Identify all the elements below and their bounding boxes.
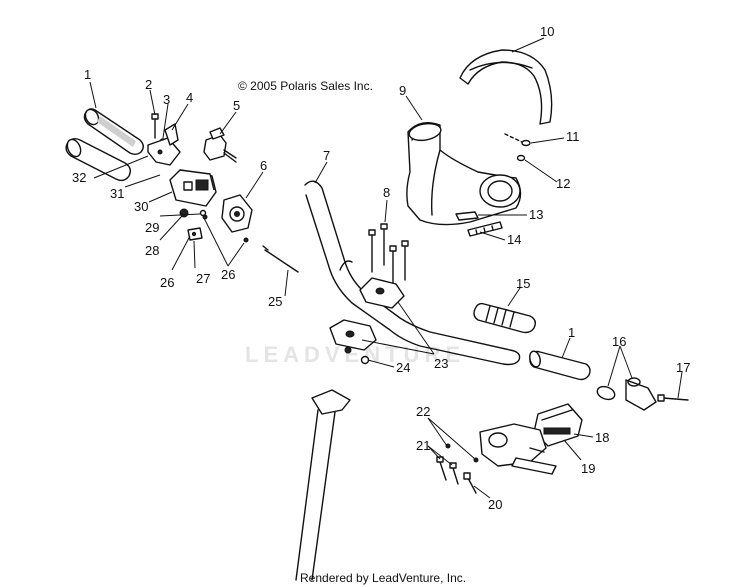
callout-28: 28 bbox=[145, 243, 159, 258]
part-washer-12 bbox=[516, 154, 526, 162]
callout-3: 3 bbox=[163, 92, 170, 107]
part-bolt-17 bbox=[657, 394, 689, 402]
part-cover-10 bbox=[459, 49, 553, 125]
part-master-cylinder-19 bbox=[479, 423, 557, 475]
copyright-notice: © 2005 Polaris Sales Inc. bbox=[238, 79, 373, 93]
callout-21: 21 bbox=[416, 438, 430, 453]
callout-17: 17 bbox=[676, 360, 690, 375]
callout-22: 22 bbox=[416, 404, 430, 419]
part-13 bbox=[455, 211, 479, 221]
part-pod-9 bbox=[406, 122, 522, 226]
part-nut-29 bbox=[179, 208, 189, 218]
callout-12: 12 bbox=[556, 176, 570, 191]
callout-20: 20 bbox=[488, 497, 502, 512]
callout-5: 5 bbox=[233, 98, 240, 113]
callout-9: 9 bbox=[399, 83, 406, 98]
part-switch-housing-30 bbox=[169, 169, 217, 207]
leader-lines bbox=[89, 37, 683, 499]
callout-14: 14 bbox=[507, 232, 521, 247]
callout-31: 31 bbox=[110, 186, 124, 201]
part-upper-clamp bbox=[359, 277, 405, 309]
callout-2: 2 bbox=[145, 77, 152, 92]
part-steering-post bbox=[295, 389, 351, 581]
callout-4: 4 bbox=[186, 90, 193, 105]
part-screw-2 bbox=[151, 113, 159, 139]
part-bolt-20 bbox=[463, 472, 477, 494]
part-14 bbox=[467, 221, 503, 237]
part-switch-5 bbox=[203, 127, 237, 163]
part-bolts-8 bbox=[368, 223, 409, 286]
callout-7: 7 bbox=[323, 148, 330, 163]
callout-29: 29 bbox=[145, 220, 159, 235]
callout-27: 27 bbox=[196, 271, 210, 286]
part-handlebar-7 bbox=[304, 180, 521, 366]
callout-18: 18 bbox=[595, 430, 609, 445]
part-right-grip-15 bbox=[473, 302, 537, 334]
callout-15: 15 bbox=[516, 276, 530, 291]
part-grip-end-16 bbox=[596, 377, 657, 411]
part-cable-25 bbox=[262, 245, 299, 273]
part-screws-22 bbox=[445, 443, 479, 463]
callout-10: 10 bbox=[540, 24, 554, 39]
callout-26a: 26 bbox=[221, 267, 235, 282]
part-bracket-4 bbox=[147, 123, 181, 166]
callout-1b: 1 bbox=[568, 325, 575, 340]
part-left-grip bbox=[83, 108, 144, 155]
part-switch-cover-6 bbox=[221, 194, 253, 233]
callout-24: 24 bbox=[396, 360, 410, 375]
footer-credit: Rendered by LeadVenture, Inc. bbox=[300, 571, 466, 585]
part-clip-27 bbox=[187, 227, 203, 241]
part-bolts-21 bbox=[436, 456, 459, 485]
callout-11: 11 bbox=[566, 129, 580, 144]
callout-8: 8 bbox=[383, 185, 390, 200]
part-lower-clamp-23 bbox=[329, 319, 377, 351]
callout-6: 6 bbox=[260, 158, 267, 173]
callout-26b: 26 bbox=[160, 275, 174, 290]
callout-25: 25 bbox=[268, 294, 282, 309]
callout-32: 32 bbox=[72, 170, 86, 185]
callout-19: 19 bbox=[581, 461, 595, 476]
callout-13: 13 bbox=[529, 207, 543, 222]
part-grip-tube-1b bbox=[529, 350, 591, 381]
callout-16: 16 bbox=[612, 334, 626, 349]
callout-30: 30 bbox=[134, 199, 148, 214]
callout-1: 1 bbox=[84, 67, 91, 82]
callout-23: 23 bbox=[434, 356, 448, 371]
part-screw-11 bbox=[504, 133, 531, 147]
